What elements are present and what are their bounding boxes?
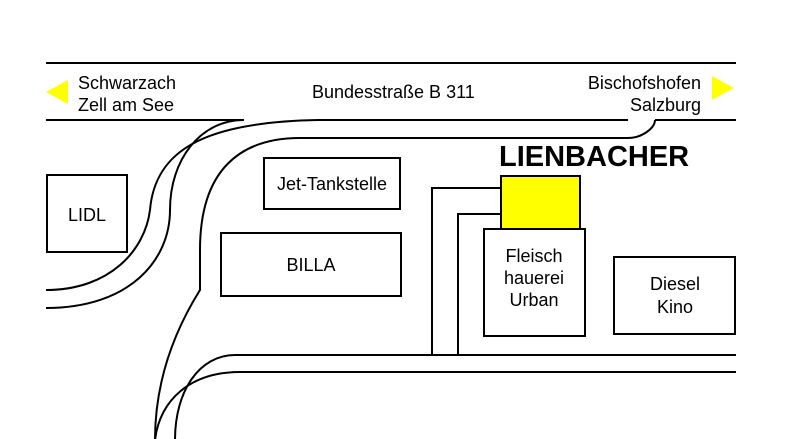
building-diesel-kino <box>613 256 736 335</box>
curve-road-outer <box>45 119 245 309</box>
building-billa <box>220 232 402 297</box>
side-road-bottom <box>154 371 736 439</box>
curve-road-loop <box>45 119 319 291</box>
side-road-lower <box>174 354 736 439</box>
arrow-right-icon <box>712 76 734 100</box>
right-destination-2: Salzburg <box>630 95 701 115</box>
diesel-line-1: Diesel <box>650 274 700 294</box>
driveway-upper <box>431 187 500 355</box>
right-destination-1: Bischofshofen <box>588 73 701 93</box>
fleisch-line-3: Urban <box>509 290 558 310</box>
road-name: Bundesstraße B 311 <box>312 82 475 102</box>
diesel-line-2: Kino <box>657 297 693 317</box>
arrow-left-icon <box>46 80 68 104</box>
driveway-lower <box>457 213 500 355</box>
building-jet-tankstelle <box>263 157 401 210</box>
left-destination-1: Schwarzach <box>78 73 176 93</box>
left-destination-2: Zell am See <box>78 95 174 115</box>
building-lidl-label: LIDL <box>68 205 106 225</box>
building-lidl <box>46 174 128 253</box>
building-fleischhauerei <box>483 228 586 337</box>
fleisch-line-2: hauerei <box>504 268 564 288</box>
curve-road-inner <box>154 119 656 439</box>
fleisch-line-1: Fleisch <box>505 246 562 266</box>
building-lienbacher <box>500 175 581 230</box>
building-jet-label: Jet-Tankstelle <box>277 174 387 194</box>
lienbacher-label: LIENBACHER <box>499 141 689 173</box>
building-billa-label: BILLA <box>286 255 335 275</box>
